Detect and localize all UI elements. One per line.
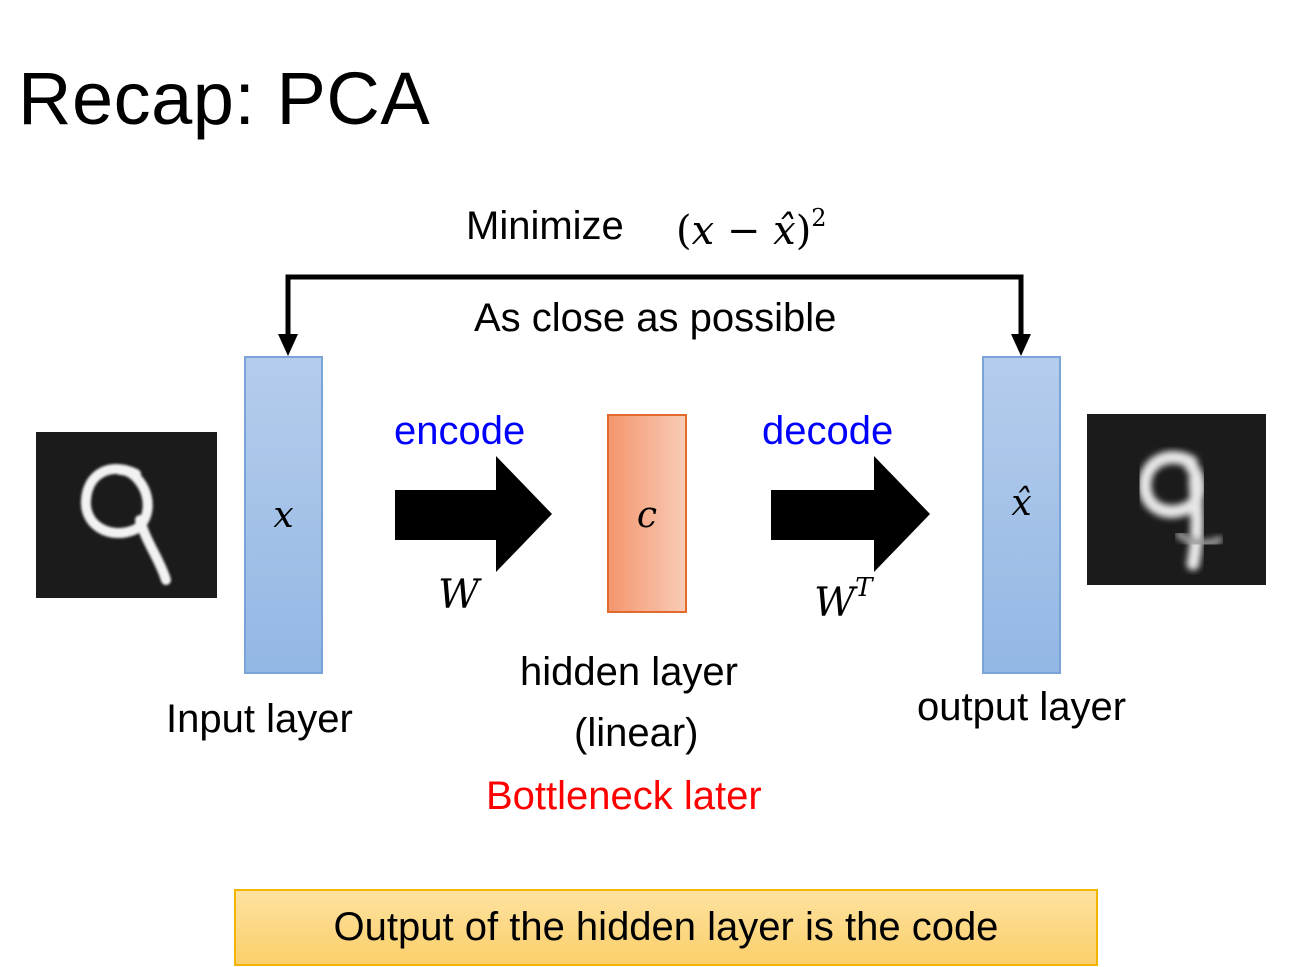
decoder-weight-base: W xyxy=(814,580,856,626)
arrowhead-to-output xyxy=(1011,334,1031,356)
encoder-weight: W xyxy=(438,572,480,618)
output-digit-image xyxy=(1087,414,1266,585)
code-variable: c xyxy=(636,495,658,536)
output-layer-box: x̂ xyxy=(982,356,1061,674)
formula-x: x xyxy=(691,208,715,254)
formula-xhat: x̂ xyxy=(773,208,796,254)
slide-title: Recap: PCA xyxy=(18,57,431,140)
input-variable: x xyxy=(273,495,294,536)
input-layer-box: x xyxy=(244,356,323,674)
hidden-code-box: c xyxy=(607,414,687,613)
input-layer-caption: Input layer xyxy=(166,697,353,741)
feedback-bracket xyxy=(285,274,1024,338)
hidden-layer-type: (linear) xyxy=(574,711,699,755)
bottleneck-note: Bottleneck later xyxy=(486,774,762,818)
feedback-label: As close as possible xyxy=(474,296,837,340)
decode-arrow xyxy=(771,456,930,572)
objective-formula: (x − x̂)2 xyxy=(676,206,827,251)
formula-minus: − xyxy=(714,208,774,254)
hidden-layer-caption: hidden layer xyxy=(520,650,738,694)
formula-close-paren: ) xyxy=(795,208,812,254)
objective-label: Minimize xyxy=(466,204,624,248)
formula-exponent: 2 xyxy=(811,204,827,232)
code-callout: Output of the hidden layer is the code xyxy=(234,889,1098,966)
input-digit-image xyxy=(36,432,217,598)
output-layer-caption: output layer xyxy=(917,685,1127,729)
decoder-weight-transpose: T xyxy=(855,573,873,603)
digit-nine-icon xyxy=(80,464,171,585)
reconstructed-digit-icon xyxy=(1138,450,1223,571)
encode-label: encode xyxy=(394,409,526,453)
formula-open-paren: ( xyxy=(676,208,692,254)
encode-arrow xyxy=(395,456,552,572)
decode-label: decode xyxy=(762,409,894,453)
output-variable: x̂ xyxy=(1011,483,1032,524)
arrowhead-to-input xyxy=(278,334,298,356)
decoder-weight: WT xyxy=(814,575,872,623)
